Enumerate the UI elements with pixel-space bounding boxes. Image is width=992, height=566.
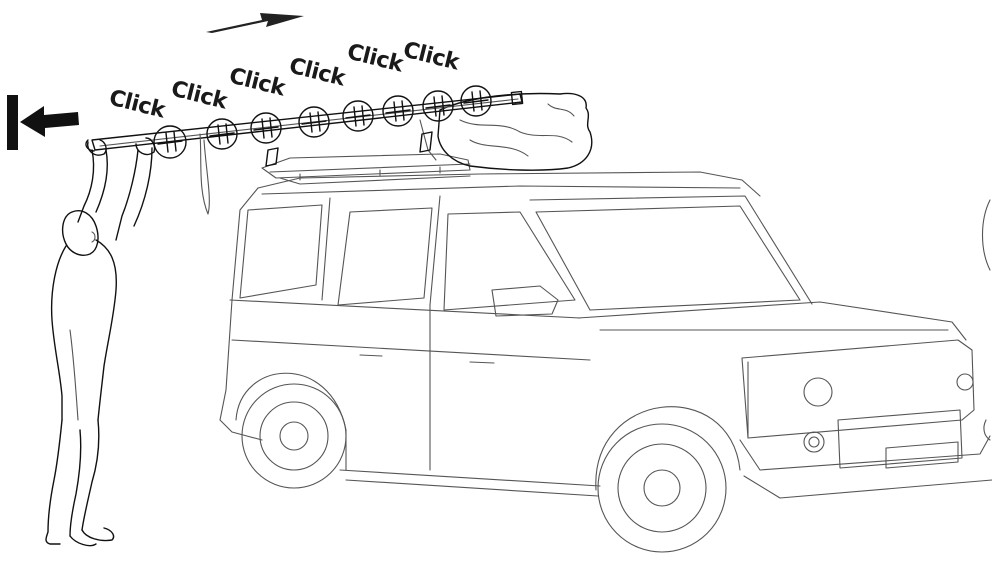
click-label-5: Click bbox=[345, 40, 408, 78]
click-label-4: Click bbox=[287, 54, 350, 92]
person-figure bbox=[46, 138, 155, 546]
click-label-1: Click bbox=[107, 86, 170, 124]
slide-direction-arrow-icon bbox=[206, 13, 304, 33]
push-arrow-with-stop-bar-icon bbox=[7, 95, 79, 150]
click-label-6: Click bbox=[401, 38, 464, 76]
click-label-3: Click bbox=[227, 64, 290, 102]
suv-vehicle bbox=[220, 154, 992, 552]
clip-4 bbox=[299, 107, 329, 137]
clip-1 bbox=[154, 126, 186, 158]
click-label-2: Click bbox=[169, 77, 232, 115]
